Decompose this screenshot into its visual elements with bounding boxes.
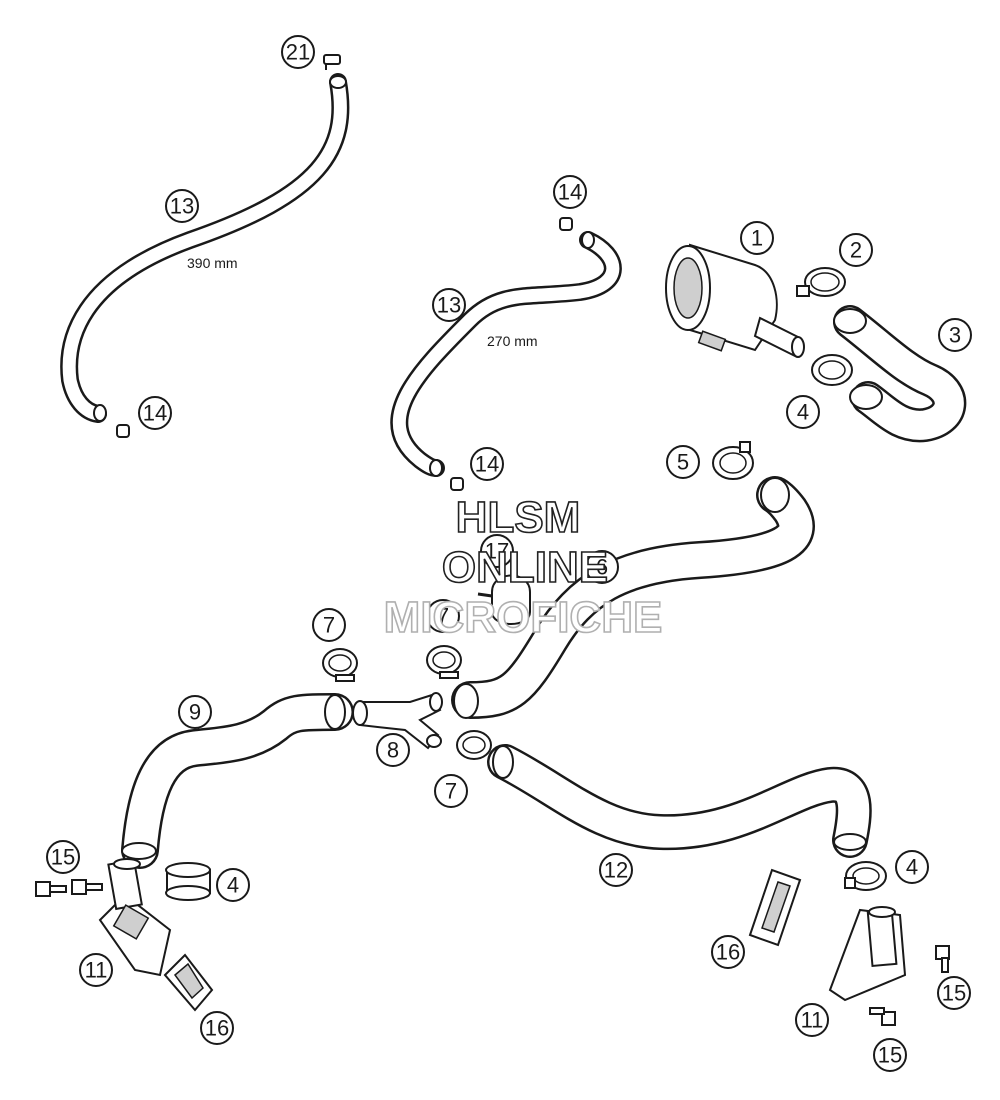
watermark-line-3: MICROFICHE	[384, 593, 663, 642]
svg-text:7: 7	[445, 779, 457, 804]
callout-5: 5	[666, 445, 700, 479]
svg-text:14: 14	[475, 452, 499, 477]
hose-3	[833, 305, 967, 443]
svg-text:2: 2	[850, 238, 862, 263]
callout-14-middle-bottom: 14	[470, 447, 504, 481]
bolt-15-right-a	[935, 945, 950, 973]
svg-text:5: 5	[677, 450, 689, 475]
svg-text:21: 21	[286, 40, 310, 65]
callout-13-middle: 13	[432, 288, 466, 322]
svg-text:1: 1	[751, 226, 763, 251]
callout-14-left: 14	[138, 396, 172, 430]
callout-4-top: 4	[786, 395, 820, 429]
svg-text:17: 17	[485, 539, 509, 564]
clamp-4-right	[844, 861, 887, 891]
clamp-21	[323, 54, 341, 70]
bolt-15-left-b	[71, 879, 103, 895]
watermark-line-2: ONLINE	[442, 543, 608, 592]
callout-7-middle: 7	[426, 599, 460, 633]
svg-text:15: 15	[942, 981, 966, 1006]
callout-15-left: 15	[46, 840, 80, 874]
svg-text:14: 14	[558, 180, 582, 205]
callout-13-left: 13	[165, 189, 199, 223]
air-filter-1	[665, 243, 805, 358]
svg-text:7: 7	[323, 613, 335, 638]
clamp-14-left	[116, 424, 130, 438]
svg-text:4: 4	[227, 873, 239, 898]
clamp-14-middle-bottom	[450, 477, 464, 491]
watermark-line-1: HLSM	[456, 493, 581, 542]
bolt-15-left-a	[35, 881, 67, 897]
callout-9: 9	[178, 695, 212, 729]
callout-11-right: 11	[795, 1003, 829, 1037]
svg-text:8: 8	[387, 738, 399, 763]
callout-17: 17	[480, 534, 514, 568]
reed-16-right	[748, 868, 802, 947]
callout-8: 8	[376, 733, 410, 767]
callout-15-right-top: 15	[937, 976, 971, 1010]
svg-text:12: 12	[604, 858, 628, 883]
dimension-label-390mm: 390 mm	[187, 255, 238, 271]
callout-16-right: 16	[711, 935, 745, 969]
clamp-4-top	[811, 354, 853, 386]
valve-cover-11-left	[98, 858, 172, 977]
svg-text:7: 7	[437, 604, 449, 629]
svg-text:13: 13	[437, 293, 461, 318]
svg-text:6: 6	[596, 555, 608, 580]
svg-text:9: 9	[189, 700, 201, 725]
callout-1: 1	[740, 221, 774, 255]
hose-13-270mm	[390, 231, 622, 477]
reed-16-left	[163, 953, 214, 1012]
callout-6: 6	[585, 550, 619, 584]
hose-13-390mm	[60, 73, 350, 423]
callout-21: 21	[281, 35, 315, 69]
callout-3: 3	[938, 318, 972, 352]
svg-text:11: 11	[801, 1008, 824, 1033]
svg-text:15: 15	[878, 1043, 902, 1068]
svg-text:14: 14	[143, 401, 167, 426]
clamp-7-bottom	[456, 730, 492, 760]
valve-cover-11-right	[828, 906, 907, 1002]
callout-12: 12	[599, 853, 633, 887]
svg-text:11: 11	[85, 958, 108, 983]
y-piece-8	[352, 692, 443, 750]
callout-7-bottom: 7	[434, 774, 468, 808]
callout-15-right-bottom: 15	[873, 1038, 907, 1072]
clamp-5	[712, 441, 754, 480]
hose-9	[121, 693, 354, 869]
callout-11-left: 11	[79, 953, 113, 987]
callout-4-right: 4	[895, 850, 929, 884]
callout-14-middle-top: 14	[553, 175, 587, 209]
callout-7-left: 7	[312, 608, 346, 642]
svg-text:3: 3	[949, 323, 961, 348]
hose-6	[451, 476, 815, 719]
svg-text:4: 4	[797, 400, 809, 425]
svg-text:16: 16	[716, 940, 740, 965]
clamp-2	[796, 267, 846, 297]
bracket-17	[477, 574, 531, 625]
callout-16-left: 16	[200, 1011, 234, 1045]
hose-12	[487, 744, 872, 858]
dimension-label-270mm: 270 mm	[487, 333, 538, 349]
callout-4-left: 4	[216, 868, 250, 902]
clamp-7-middle	[426, 645, 462, 679]
svg-text:16: 16	[205, 1016, 229, 1041]
svg-text:13: 13	[170, 194, 194, 219]
bolt-15-right-b	[869, 1007, 896, 1026]
clamp-7-left	[322, 648, 358, 682]
clamp-4-left	[165, 862, 211, 901]
svg-text:4: 4	[906, 855, 918, 880]
callout-2: 2	[839, 233, 873, 267]
svg-text:15: 15	[51, 845, 75, 870]
clamp-14-middle-top	[559, 217, 573, 231]
